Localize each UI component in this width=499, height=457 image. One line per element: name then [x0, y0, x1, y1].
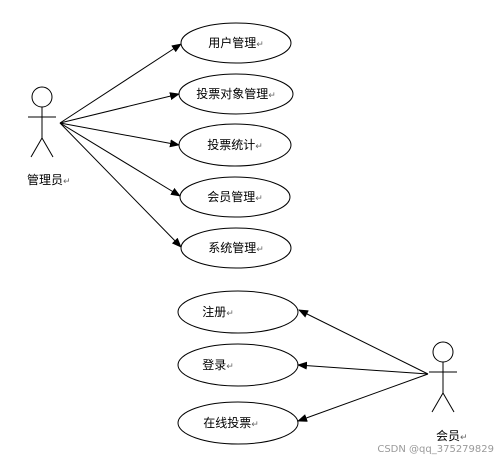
use-case-vote-statistics: 投票统计↵: [178, 123, 292, 167]
assoc-member-register: [298, 309, 429, 375]
use-case-label: 在线投票↵: [203, 415, 259, 430]
assoc-admin-member-mgmt: [59, 122, 181, 197]
use-case-system-management: 系统管理↵: [180, 227, 292, 269]
admin-actor-left-leg: [30, 137, 43, 158]
use-case-ellipse: [177, 401, 299, 445]
member-actor-head: [432, 341, 454, 363]
assoc-admin-system-mgmt: [59, 122, 182, 248]
use-case-ellipse: [180, 227, 292, 269]
member-associations: [297, 309, 429, 422]
use-case-label: 投票对象管理↵: [196, 86, 276, 101]
use-case-member-management: 会员管理↵: [179, 176, 291, 218]
admin-actor-right-leg: [41, 137, 54, 158]
use-case-ellipse: [177, 343, 299, 387]
use-case-label: 用户管理↵: [208, 35, 264, 50]
assoc-admin-vote-target-mgmt: [59, 92, 180, 124]
use-case-label: 投票统计↵: [207, 137, 263, 152]
assoc-admin-user-mgmt: [59, 43, 182, 124]
use-case-ellipse: [178, 73, 294, 115]
admin-actor-label: 管理员↵: [27, 172, 71, 187]
use-case-register: 注册↵: [177, 290, 299, 334]
use-case-label: 会员管理↵: [207, 189, 263, 204]
use-case-ellipse: [178, 123, 292, 167]
member-actor-right-leg: [442, 392, 455, 413]
use-case-label: 注册↵: [202, 304, 234, 319]
member-actor-left-leg: [431, 392, 444, 413]
admin-actor-head: [31, 86, 53, 108]
use-case-label: 系统管理↵: [208, 240, 264, 255]
use-case-user-management: 用户管理↵: [180, 22, 292, 64]
admin-actor: 管理员↵: [27, 86, 71, 187]
use-case-ellipse: [180, 22, 292, 64]
member-actor: 会员↵: [429, 341, 468, 443]
admin-associations: [59, 43, 182, 248]
watermark: CSDN @qq_375279829: [377, 444, 494, 455]
use-case-login: 登录↵: [177, 343, 299, 387]
use-case-vote-target-management: 投票对象管理↵: [178, 73, 294, 115]
use-case-online-voting: 在线投票↵: [177, 401, 299, 445]
assoc-member-online-voting: [297, 373, 429, 422]
use-case-ellipse: [179, 176, 291, 218]
use-case-ellipse: [177, 290, 299, 334]
member-actor-label: 会员↵: [436, 429, 468, 443]
assoc-member-login: [297, 361, 429, 375]
use-case-label: 登录↵: [202, 357, 234, 372]
assoc-admin-vote-stats: [59, 122, 180, 148]
